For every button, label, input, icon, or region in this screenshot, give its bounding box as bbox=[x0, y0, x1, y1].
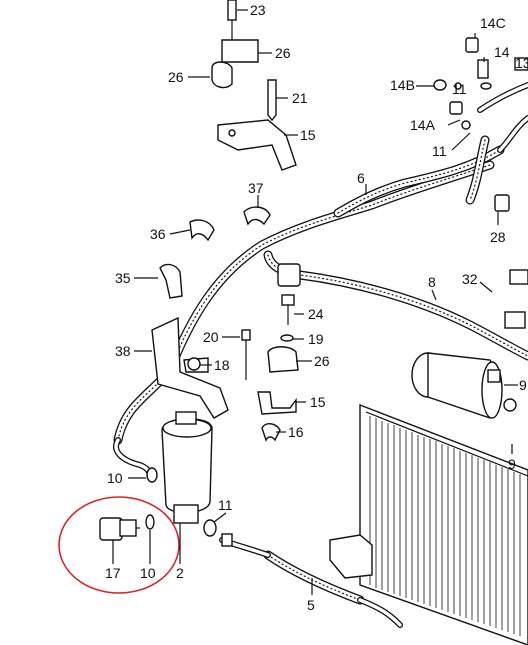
callout-5: 5 bbox=[307, 597, 315, 613]
callout-18: 18 bbox=[214, 357, 230, 373]
callout-10: 10 bbox=[140, 565, 156, 581]
callout-17: 17 bbox=[105, 565, 121, 581]
callout-labels: 23 26 26 21 15 14C 14 13 14B 11 14A 11 6… bbox=[105, 2, 528, 613]
callout-14a: 14A bbox=[410, 117, 436, 133]
callout-15: 15 bbox=[310, 394, 326, 410]
callout-9: 9 bbox=[508, 456, 516, 472]
callout-11: 11 bbox=[432, 143, 447, 159]
callout-26: 26 bbox=[314, 353, 330, 369]
callout-11: 11 bbox=[218, 497, 233, 513]
bottom-left-fittings bbox=[99, 467, 233, 547]
hose-clips bbox=[159, 206, 271, 299]
callout-20: 20 bbox=[203, 329, 219, 345]
callout-32: 32 bbox=[462, 271, 478, 287]
center-fittings bbox=[187, 263, 301, 442]
callout-26: 26 bbox=[168, 69, 184, 85]
compressor bbox=[411, 352, 517, 419]
callout-10: 10 bbox=[107, 470, 123, 486]
callout-36: 36 bbox=[150, 226, 166, 242]
callout-35: 35 bbox=[115, 270, 131, 286]
condenser bbox=[329, 403, 528, 645]
callout-15: 15 bbox=[300, 127, 316, 143]
condenser-fins bbox=[369, 416, 521, 636]
callout-8: 8 bbox=[428, 274, 436, 290]
callout-11: 11 bbox=[452, 81, 467, 97]
leader-lines bbox=[112, 9, 518, 595]
callout-14: 14 bbox=[494, 44, 510, 60]
callout-13: 13 bbox=[515, 55, 528, 71]
callout-37: 37 bbox=[248, 180, 264, 196]
callout-9: 9 bbox=[519, 377, 527, 393]
pressure-switch-17 bbox=[99, 517, 140, 541]
callout-14c: 14C bbox=[480, 15, 506, 31]
callout-28: 28 bbox=[490, 229, 506, 245]
callout-23: 23 bbox=[250, 2, 266, 18]
receiver-drier bbox=[161, 411, 213, 524]
callout-19: 19 bbox=[308, 331, 324, 347]
callout-26: 26 bbox=[275, 45, 291, 61]
callout-21: 21 bbox=[292, 90, 308, 106]
upper-bracket-assembly bbox=[211, 0, 297, 171]
callout-6: 6 bbox=[357, 170, 365, 186]
callout-2: 2 bbox=[176, 565, 184, 581]
callout-38: 38 bbox=[115, 343, 131, 359]
highlight-circle bbox=[58, 496, 180, 594]
top-right-fittings bbox=[433, 37, 528, 329]
callout-14b: 14B bbox=[390, 77, 415, 93]
callout-24: 24 bbox=[308, 306, 324, 322]
callout-16: 16 bbox=[288, 424, 304, 440]
